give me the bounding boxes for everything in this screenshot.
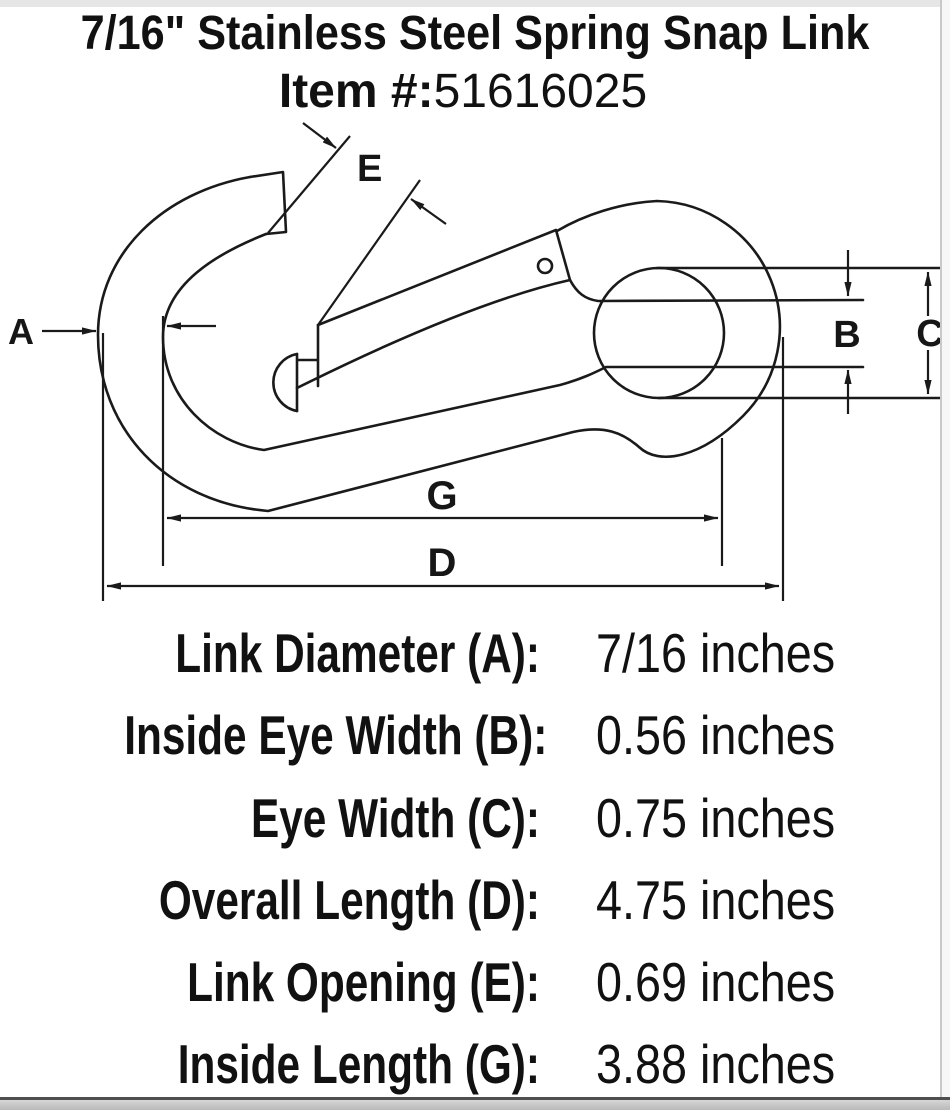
- spec-value: 0.75 inches: [596, 786, 836, 849]
- item-number-label: Item #:: [278, 65, 434, 118]
- spec-row-inside-length: Inside Length (G): 3.88 inches: [0, 1023, 950, 1105]
- page-title: 7/16" Stainless Steel Spring Snap Link: [80, 7, 870, 60]
- body-inner-edge: [161, 232, 865, 452]
- right-border: [940, 0, 950, 1100]
- spec-row-overall-length: Overall Length (D): 4.75 inches: [0, 859, 950, 941]
- dim-label-a: A: [8, 311, 34, 352]
- hook-tip: [248, 170, 288, 236]
- spec-value: 7/16 inches: [596, 622, 836, 684]
- spec-value: 3.88 inches: [596, 1033, 836, 1096]
- body-outline: [96, 175, 782, 513]
- spec-value: 4.75 inches: [596, 868, 836, 931]
- dim-label-d: D: [428, 541, 457, 585]
- carabiner-body: [96, 170, 945, 513]
- spec-label: Link Diameter (A):: [175, 622, 541, 684]
- spec-value: 0.69 inches: [596, 951, 836, 1014]
- item-number-line: Item #:51616025: [0, 64, 926, 119]
- gate-spring-coil: [272, 352, 299, 413]
- spec-value: 0.56 inches: [596, 704, 836, 767]
- spec-label: Overall Length (D):: [158, 868, 540, 931]
- gate-rivet-hole: [536, 257, 554, 275]
- top-border: [0, 0, 950, 7]
- spec-label: Eye Width (C):: [251, 786, 540, 849]
- dim-label-c: C: [916, 313, 943, 355]
- bottom-rule: [0, 1097, 950, 1100]
- dim-e-arrow-1: [302, 122, 337, 149]
- item-number-value: 51616025: [433, 65, 648, 118]
- spec-row-link-opening: Link Opening (E): 0.69 inches: [0, 941, 950, 1023]
- spec-row-eye-width: Eye Width (C): 0.75 inches: [0, 777, 950, 859]
- gate-seat: [568, 278, 865, 303]
- extension-lines: [101, 135, 785, 601]
- spec-row-link-diameter: Link Diameter (A): 7/16 inches: [0, 612, 950, 694]
- dim-label-g: G: [426, 474, 457, 518]
- spec-label: Inside Eye Width (B):: [124, 704, 548, 767]
- snap-link-diagram: A E B C G D: [8, 122, 945, 601]
- gate-end-details: [295, 323, 320, 413]
- dimension-lines: [42, 122, 932, 601]
- spec-label: Inside Length (G):: [177, 1033, 540, 1096]
- dim-label-e: E: [357, 148, 382, 190]
- dim-label-b: B: [833, 314, 860, 356]
- eye-tangent-lines: [655, 266, 945, 400]
- bottom-border: [0, 1100, 950, 1110]
- gate-bar: [295, 228, 572, 390]
- spec-row-inside-eye-width: Inside Eye Width (B): 0.56 inches: [0, 694, 950, 776]
- eye-inner-circle: [592, 266, 726, 400]
- dim-e-arrow-2: [410, 198, 447, 225]
- spec-table: Link Diameter (A): 7/16 inches Inside Ey…: [0, 612, 950, 1106]
- spec-label: Link Opening (E):: [187, 951, 540, 1014]
